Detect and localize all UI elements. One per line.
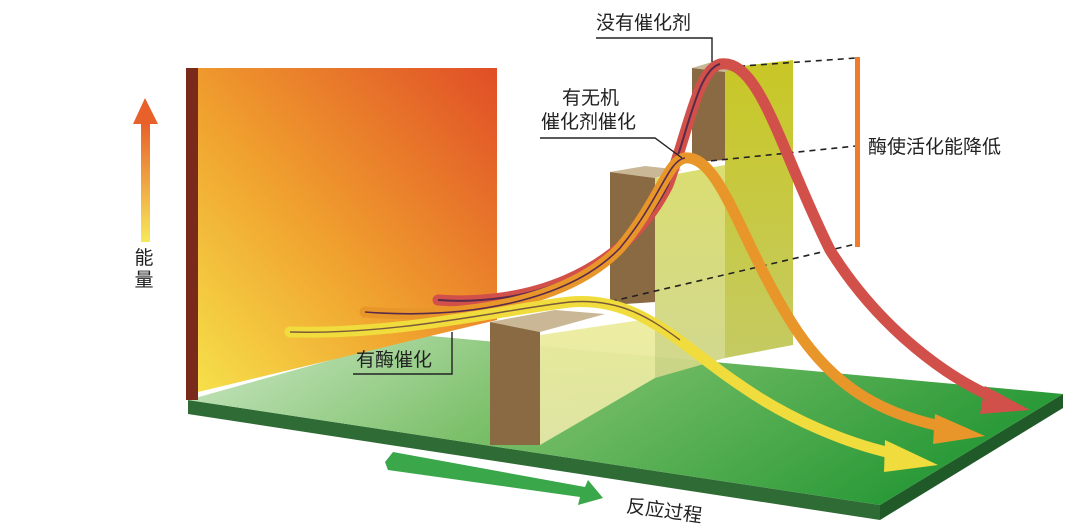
arrowhead-enzyme: [884, 440, 938, 472]
label-leader-lines: [353, 37, 713, 375]
box-enzyme: [490, 310, 605, 445]
label-enzyme: 有酶催化: [356, 349, 433, 371]
floor-edge: [188, 400, 880, 520]
activation-energy-bracket: [855, 57, 860, 247]
label-inorganic-line2: 催化剂催化: [541, 111, 637, 133]
label-inorganic-line1: 有无机: [562, 87, 620, 109]
arrowhead-inorganic: [933, 414, 985, 444]
label-no-catalyst: 没有催化剂: [596, 12, 692, 34]
plane-enzyme: [540, 318, 655, 445]
back-wall-edge: [186, 68, 198, 400]
arrowhead-no-catalyst: [980, 386, 1030, 414]
energy-axis-label: 能量: [134, 247, 154, 291]
label-activation-lowered: 酶使活化能降低: [868, 136, 1002, 158]
process-arrow: [385, 452, 603, 505]
floor-edge-side: [880, 394, 1063, 520]
curve-inorganic: [359, 152, 985, 444]
energy-arrow: [133, 98, 158, 242]
dashed-reference-lines: [599, 57, 857, 305]
plane-inorganic: [655, 165, 725, 378]
curve-enzyme: [284, 296, 938, 472]
